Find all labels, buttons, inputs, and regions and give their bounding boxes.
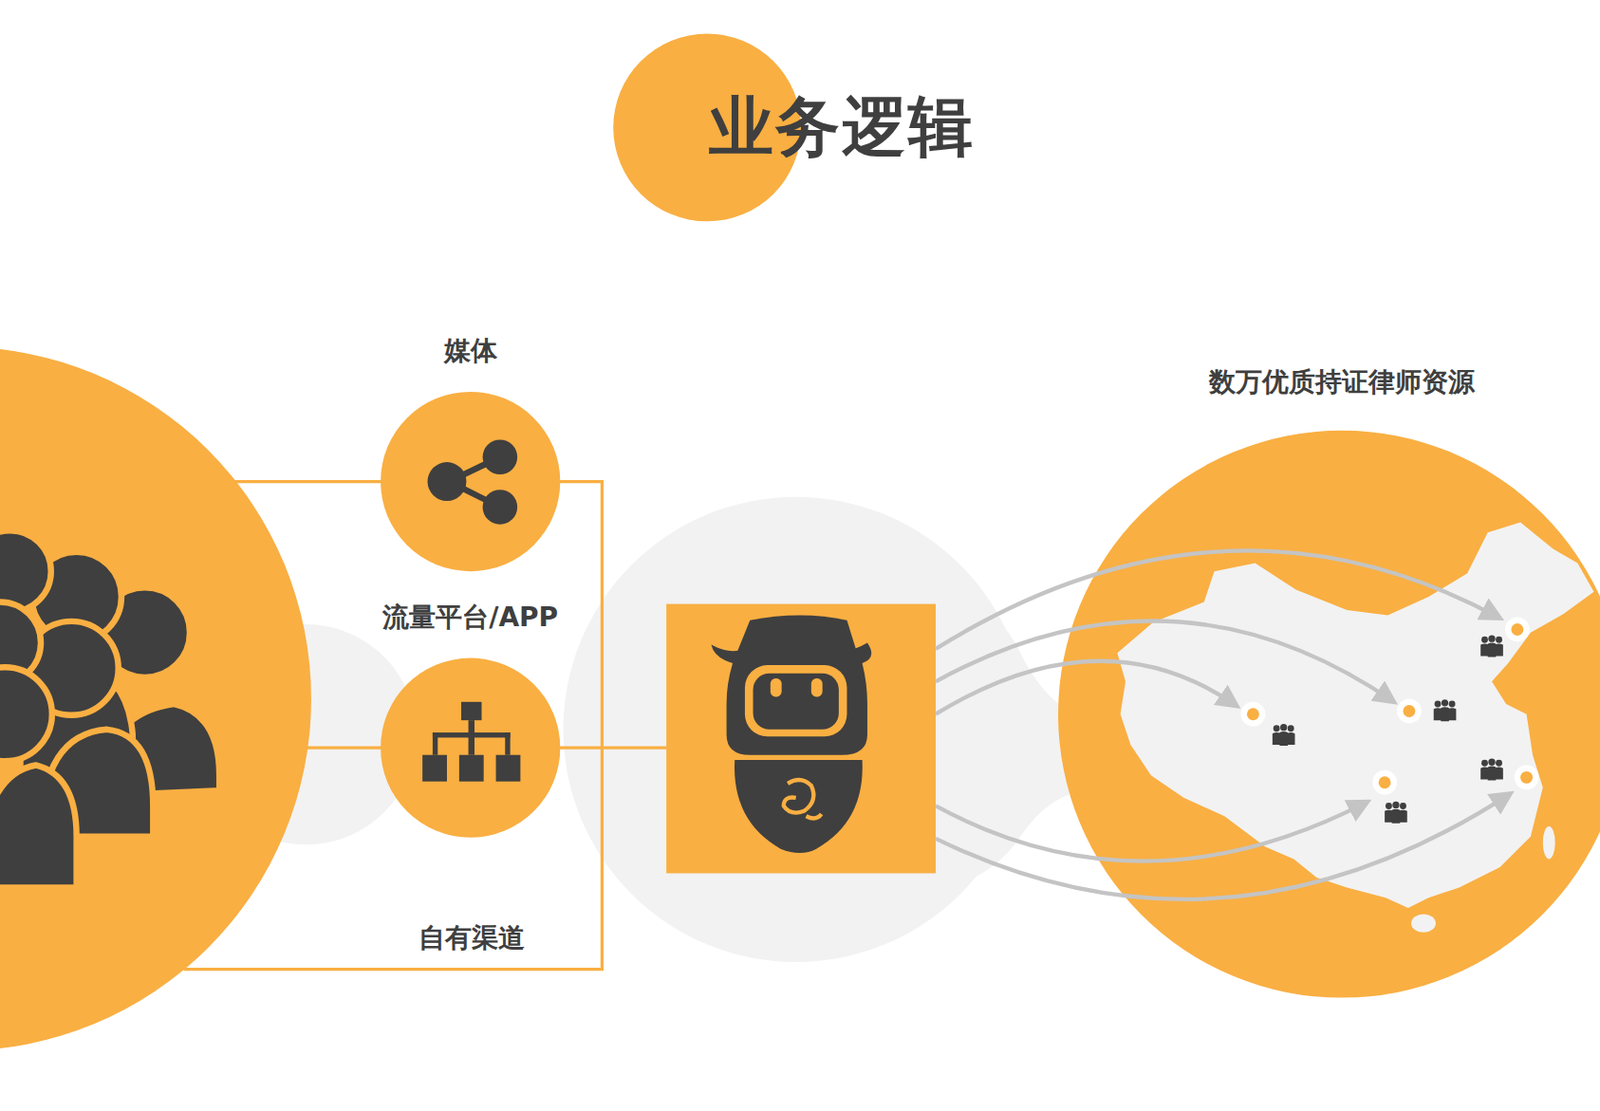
decoration — [770, 678, 782, 697]
channel-label: 自有渠道 — [412, 920, 531, 957]
lawyer-icons — [1272, 634, 1504, 823]
decoration — [483, 489, 519, 525]
decoration — [935, 801, 1368, 861]
decoration — [935, 794, 1510, 900]
node-label: 流量平台/APP — [382, 599, 559, 636]
decoration — [734, 760, 863, 854]
decoration — [427, 462, 467, 502]
decoration — [935, 661, 1237, 715]
decoration — [496, 755, 521, 782]
decoration — [1384, 801, 1408, 824]
platform-circle — [380, 658, 560, 838]
decoration — [1411, 913, 1436, 932]
diagram-title: 业务逻辑 — [708, 84, 975, 171]
decoration — [1510, 623, 1524, 636]
decoration — [935, 620, 1395, 702]
lawyer-resource-node: 数万优质持证律师资源 — [1058, 430, 1600, 999]
decoration — [1372, 770, 1397, 796]
decoration — [666, 604, 936, 875]
decoration — [1480, 759, 1504, 782]
decoration — [461, 702, 483, 721]
decoration — [1402, 705, 1415, 718]
decoration — [1378, 776, 1392, 789]
decoration — [1520, 771, 1533, 784]
decoration — [504, 732, 510, 756]
decoration — [1433, 699, 1457, 722]
decoration — [1543, 826, 1556, 859]
decoration — [1505, 617, 1530, 643]
decoration — [783, 780, 822, 819]
decoration — [468, 720, 475, 735]
decoration — [0, 764, 77, 888]
decoration — [1246, 707, 1260, 721]
decoration — [468, 732, 475, 756]
decoration — [0, 667, 53, 762]
decoration — [483, 439, 519, 475]
decoration — [1116, 522, 1594, 909]
decoration — [1241, 702, 1266, 727]
decoration — [432, 732, 438, 756]
resource-circle — [1058, 430, 1600, 999]
decoration — [1480, 634, 1504, 657]
media-circle — [380, 391, 560, 572]
node-label: 数万优质持证律师资源 — [1209, 364, 1475, 401]
assignment-arrows — [935, 550, 1510, 899]
decoration — [710, 642, 872, 755]
city-dots — [1241, 617, 1540, 796]
hierarchy-icon — [422, 702, 521, 782]
decoration — [811, 678, 823, 697]
media-node: 媒体 — [380, 391, 560, 572]
decoration — [753, 673, 839, 730]
background-blob — [195, 497, 1122, 963]
crowd-circle — [0, 347, 312, 1052]
decoration — [422, 755, 447, 782]
node-label: 媒体 — [444, 333, 498, 370]
decoration — [935, 550, 1501, 649]
platform-node: 流量平台/APP — [380, 658, 560, 838]
crowd-icon — [0, 530, 220, 888]
decoration — [744, 665, 848, 737]
decoration — [459, 755, 484, 782]
decoration — [736, 614, 857, 653]
robot-logo — [666, 604, 936, 875]
share-icon — [427, 439, 519, 524]
decoration — [1396, 699, 1422, 725]
decoration — [1514, 764, 1540, 790]
decoration — [1272, 724, 1296, 746]
